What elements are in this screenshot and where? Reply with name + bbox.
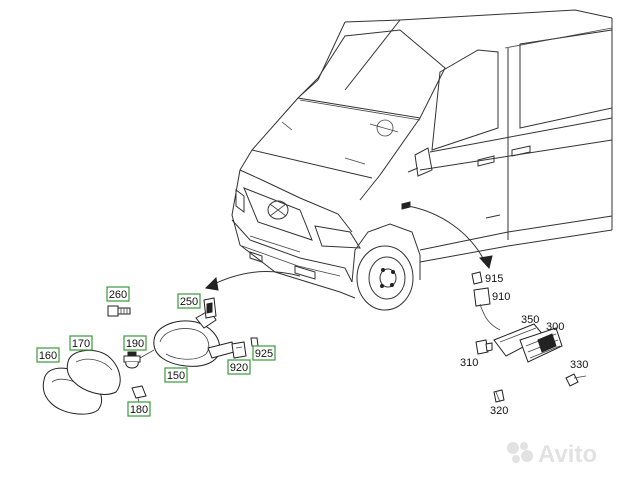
callout-310: 310: [460, 357, 478, 369]
callout-text: 915: [485, 273, 503, 285]
callout-260: 260: [106, 286, 130, 302]
callout-300: 300: [546, 321, 564, 333]
callout-text: 350: [521, 314, 539, 326]
holder-910: [473, 287, 501, 331]
watermark-text: Avito: [538, 441, 597, 468]
watermark-logo-icon: [507, 442, 533, 463]
callout-text: 180: [130, 404, 148, 416]
callout-160: 160: [36, 347, 60, 363]
callout-text: 300: [546, 321, 564, 333]
pointer-arrows: [204, 205, 493, 291]
callout-text: 310: [460, 357, 478, 369]
clip-925: [250, 337, 259, 347]
callout-925: 925: [252, 345, 276, 361]
callout-320: 320: [490, 405, 508, 417]
fog-lamp-housing-150: [139, 309, 235, 367]
socket-310: [475, 339, 493, 355]
callout-text: 190: [126, 338, 144, 350]
callout-920: 920: [227, 359, 251, 375]
callout-text: 330: [570, 359, 588, 371]
callout-text: 250: [180, 296, 198, 308]
callout-text: 150: [167, 370, 185, 382]
callout-text: 160: [39, 350, 57, 362]
bulb-190: [123, 351, 141, 369]
callout-910: 910: [492, 291, 510, 303]
callout-915: 915: [485, 273, 503, 285]
callout-text: 320: [490, 405, 508, 417]
callout-text: 925: [255, 348, 273, 360]
nut-320: [493, 389, 505, 403]
screw-260: [107, 305, 131, 317]
callout-170: 170: [69, 335, 93, 351]
callout-text: 260: [109, 289, 127, 301]
side-marker-parts: [471, 271, 587, 403]
callout-text: 910: [492, 291, 510, 303]
van-illustration: [231, 9, 613, 311]
connector-915: [471, 271, 483, 285]
callout-350: 350: [521, 314, 539, 326]
callout-330: 330: [570, 359, 588, 371]
side-marker-lamp-300: [519, 327, 563, 363]
callout-190: 190: [123, 335, 147, 351]
callout-text: 170: [72, 338, 90, 350]
callout-180: 180: [127, 401, 151, 417]
callout-text: 920: [230, 362, 248, 374]
fog-lamp-lens-170: [66, 349, 121, 395]
callout-labels: 160 170 260 190 250 150 920 925: [36, 273, 588, 417]
screw-330: [565, 373, 587, 387]
watermark: Avito: [507, 441, 597, 468]
bracket-920: [231, 341, 247, 359]
fog-lamp-parts: [42, 297, 259, 415]
callout-250: 250: [177, 293, 201, 309]
clip-250: [203, 297, 217, 319]
callout-150: 150: [164, 367, 188, 383]
